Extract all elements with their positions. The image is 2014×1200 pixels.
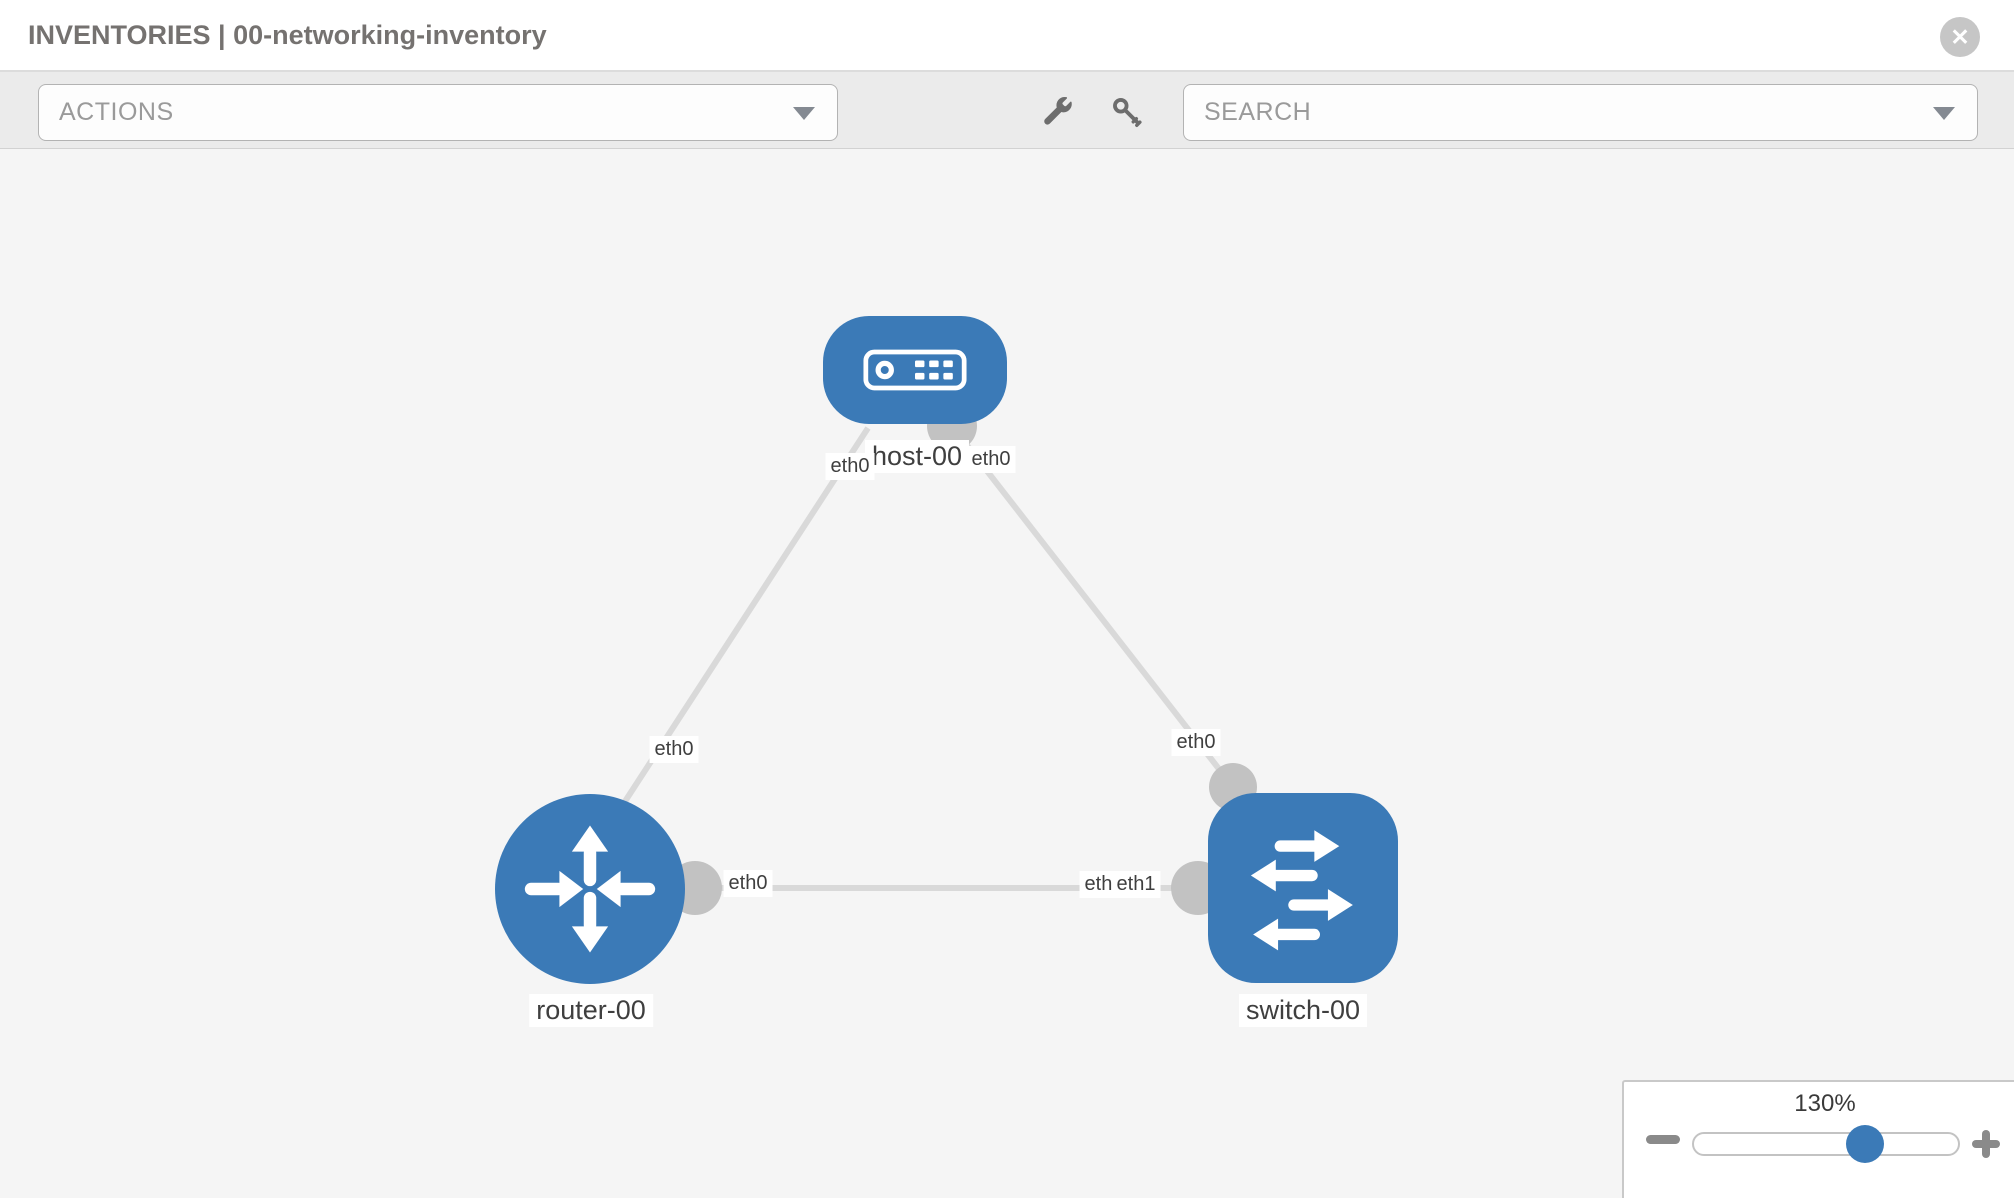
- interface-label-router-eth0-to-switch: eth0: [723, 870, 773, 897]
- header: INVENTORIES | 00-networking-inventory ✕: [0, 0, 2014, 72]
- node-label-switch: switch-00: [1238, 994, 1368, 1028]
- search-dropdown-label: SEARCH: [1204, 98, 1312, 126]
- node-host-00[interactable]: [823, 316, 1007, 424]
- search-dropdown[interactable]: SEARCH: [1183, 84, 1978, 141]
- node-label-host: host-00: [864, 440, 970, 474]
- toolbar: ACTIONS SEARCH: [0, 72, 2014, 149]
- interface-label-host-eth0-to-switch: eth0: [966, 446, 1016, 473]
- close-icon: ✕: [1950, 23, 1970, 50]
- close-button[interactable]: ✕: [1940, 17, 1980, 57]
- interface-label-switch-eth0-to-host: eth0: [1171, 729, 1221, 756]
- node-label-router: router-00: [529, 994, 653, 1028]
- interface-label-switch-eth1-to-router: eth1: [1111, 871, 1161, 898]
- topology-canvas[interactable]: host-00 router-00 switch-00 eth0 eth0 et…: [0, 149, 2014, 1198]
- link-host-switch[interactable]: [949, 424, 1236, 789]
- zoom-level-value: 130%: [1794, 1090, 1856, 1117]
- zoom-slider-track[interactable]: [1692, 1132, 1960, 1156]
- switch-icon: [1250, 830, 1353, 951]
- chevron-down-icon: [793, 107, 815, 120]
- key-icon[interactable]: [1110, 95, 1144, 129]
- plus-icon: [1982, 1130, 1990, 1158]
- node-switch-00[interactable]: [1208, 793, 1398, 983]
- node-router-00[interactable]: [495, 794, 685, 984]
- actions-dropdown[interactable]: ACTIONS: [38, 84, 838, 141]
- zoom-panel: 130%: [1622, 1080, 2014, 1198]
- zoom-out-button[interactable]: [1646, 1135, 1680, 1144]
- interface-label-router-eth0-to-host: eth0: [649, 736, 699, 763]
- router-icon: [524, 825, 656, 953]
- wrench-icon[interactable]: [1040, 95, 1074, 129]
- interface-label-host-eth0-to-router: eth0: [825, 453, 875, 480]
- actions-dropdown-label: ACTIONS: [59, 98, 174, 126]
- host-icon: [863, 349, 967, 391]
- zoom-in-button[interactable]: [1972, 1130, 2000, 1158]
- chevron-down-icon: [1933, 107, 1955, 120]
- zoom-slider-thumb[interactable]: [1846, 1125, 1884, 1163]
- page-title: INVENTORIES | 00-networking-inventory: [28, 19, 547, 50]
